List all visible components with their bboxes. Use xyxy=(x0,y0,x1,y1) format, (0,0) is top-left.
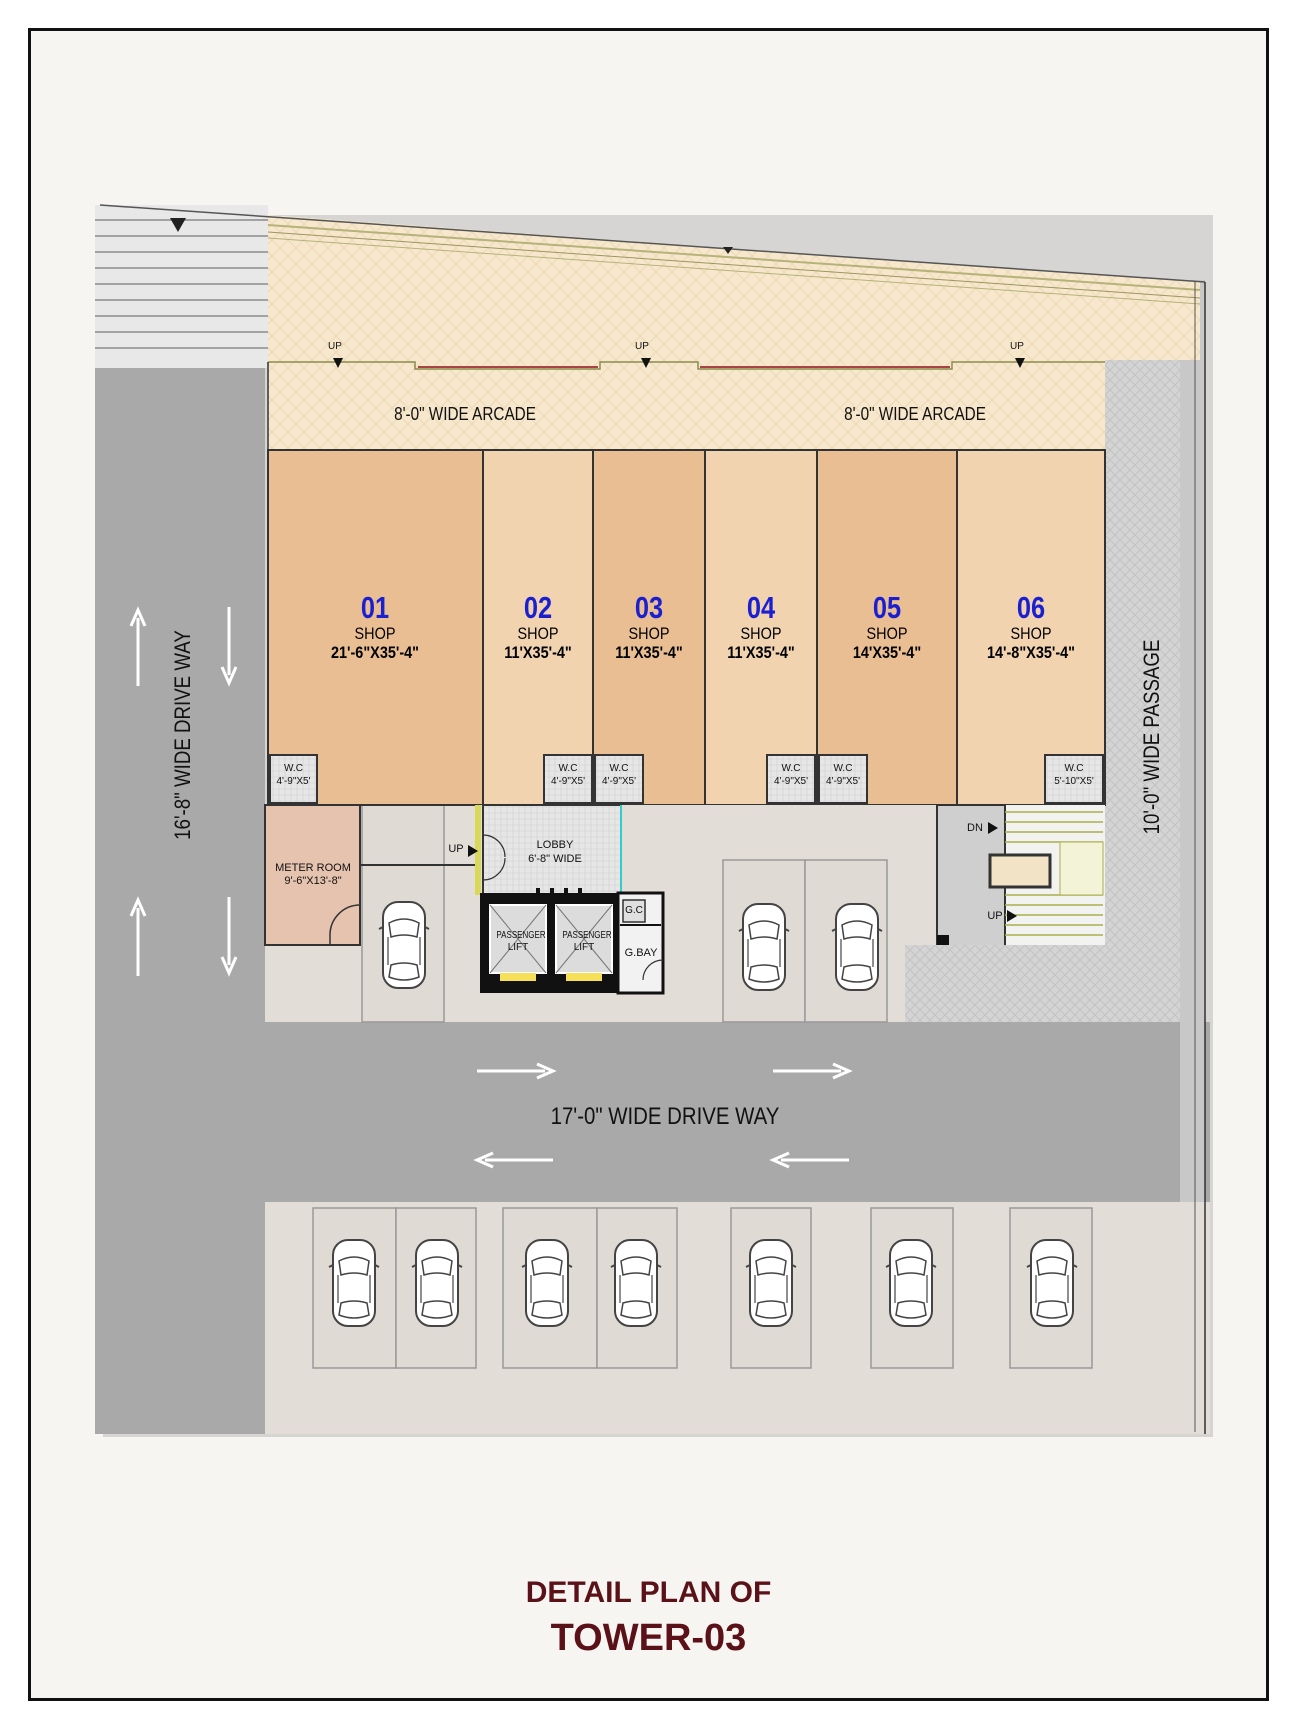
lift-label-2b: LIFT xyxy=(573,942,595,953)
shop-number: 06 xyxy=(1016,590,1046,625)
lift-label-1b: LIFT xyxy=(507,942,529,953)
lobby-area xyxy=(482,804,622,896)
shop-size: 11'X35'-4" xyxy=(615,643,683,662)
arcade-label-right: 8'-0" WIDE ARCADE xyxy=(844,404,986,424)
meter-room-size: 9'-6"X13'-8" xyxy=(284,875,342,887)
wc-size: 4'-9"X5' xyxy=(825,776,861,787)
shop-type: SHOP xyxy=(517,624,559,643)
shop-type: SHOP xyxy=(740,624,782,643)
bottom-driveway xyxy=(265,1022,1210,1202)
wc-label: W.C xyxy=(284,763,303,774)
left-driveway xyxy=(95,368,265,1434)
meter-room-label: METER ROOM xyxy=(275,862,351,874)
shops xyxy=(267,449,1106,806)
shop-size: 14'X35'-4" xyxy=(852,643,922,662)
lift-label-2: PASSENGER xyxy=(562,930,612,941)
shop-number: 02 xyxy=(523,590,553,625)
shop-size: 14'-8"X35'-4" xyxy=(986,643,1076,662)
shop-number: 03 xyxy=(634,590,664,625)
lift-label-1: PASSENGER xyxy=(496,930,546,941)
wc-blocks xyxy=(269,754,1104,804)
wc-label: W.C xyxy=(558,763,578,774)
shop-type: SHOP xyxy=(1010,624,1052,643)
plan-title-line1: DETAIL PLAN OF xyxy=(525,1576,772,1609)
ramp-block xyxy=(95,205,268,368)
shop-number: 01 xyxy=(360,590,390,625)
gc-label: G.C xyxy=(625,905,643,916)
lobby-up: UP xyxy=(448,843,464,855)
wc-size: 4'-9"X5' xyxy=(773,776,809,787)
shop-type: SHOP xyxy=(354,624,396,643)
arcade-label-left: 8'-0" WIDE ARCADE xyxy=(394,404,536,424)
plan-title-line2: TOWER-03 xyxy=(550,1617,747,1659)
shop-type: SHOP xyxy=(628,624,670,643)
wc-label: W.C xyxy=(609,763,629,774)
lobby-width: 6'-8" WIDE xyxy=(528,853,582,865)
shop-size: 11'X35'-4" xyxy=(504,643,572,662)
wc-size: 4'-9"X5' xyxy=(550,776,586,787)
gbay-label: G.BAY xyxy=(624,947,658,959)
shop-number: 05 xyxy=(872,590,902,625)
wc-size: 4'-9"X5' xyxy=(276,776,311,787)
wc-label: W.C xyxy=(781,763,801,774)
left-driveway-label: 16'-8" WIDE DRIVE WAY xyxy=(170,630,195,840)
stair-up: UP xyxy=(987,910,1003,922)
lobby-label: LOBBY xyxy=(536,839,574,851)
shop-size: 21'-6"X35'-4" xyxy=(330,643,420,662)
arcade-up-3: UP xyxy=(1010,341,1024,352)
wc-label: W.C xyxy=(833,763,853,774)
wc-label: W.C xyxy=(1064,763,1084,774)
wc-size: 5'-10"X5' xyxy=(1054,776,1094,787)
arcade-up-2: UP xyxy=(635,341,649,352)
arcade-up-1: UP xyxy=(328,341,342,352)
shop-size: 11'X35'-4" xyxy=(727,643,795,662)
shop-number: 04 xyxy=(746,590,776,625)
shop-type: SHOP xyxy=(866,624,908,643)
passage-label: 10'-0" WIDE PASSAGE xyxy=(1139,639,1164,835)
bottom-driveway-label: 17'-0" WIDE DRIVE WAY xyxy=(550,1103,780,1130)
stair-dn: DN xyxy=(967,822,983,834)
wc-size: 4'-9"X5' xyxy=(601,776,637,787)
